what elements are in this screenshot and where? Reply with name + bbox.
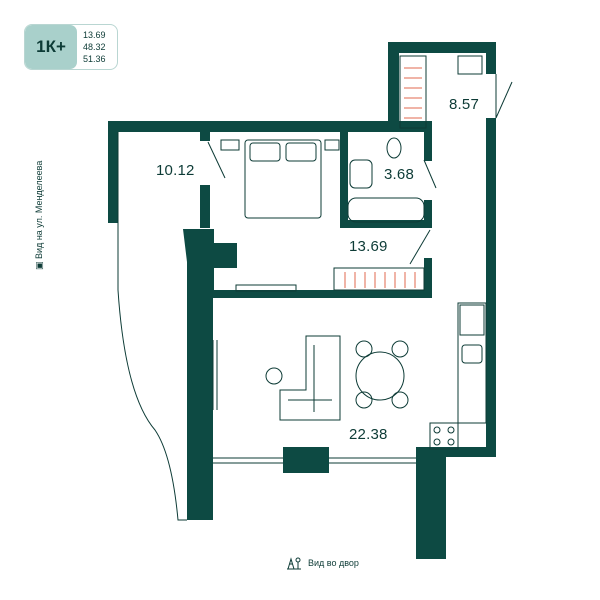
street-sign-icon: ▣ — [34, 261, 44, 270]
door-swing — [495, 81, 513, 119]
total-area-with-balcony-value: 51.36 — [83, 54, 106, 64]
wall — [196, 229, 237, 298]
sofa — [279, 335, 341, 421]
wall — [416, 447, 496, 457]
chair — [355, 340, 373, 358]
wardrobe — [399, 55, 427, 129]
wall — [424, 200, 432, 228]
wall — [283, 447, 329, 473]
chair — [355, 391, 373, 409]
chair — [391, 391, 409, 409]
wall — [214, 290, 432, 298]
view-yard-label: Вид во двор — [286, 556, 359, 570]
view-yard-text: Вид во двор — [308, 558, 359, 568]
shoe-rack — [457, 55, 483, 75]
living-area-value: 13.69 — [83, 30, 106, 40]
door-swing — [409, 229, 431, 265]
wall — [200, 185, 210, 228]
stove — [429, 422, 459, 450]
bathtub — [347, 197, 425, 223]
washbasin — [349, 159, 373, 189]
wall — [388, 42, 496, 53]
wall — [108, 121, 118, 223]
bed — [244, 139, 322, 219]
pillow — [285, 142, 317, 162]
kitchen-counter — [457, 302, 487, 424]
coffee-table — [265, 367, 283, 385]
burner — [447, 438, 455, 446]
view-street-text: Вид на ул. Менделеева — [34, 160, 44, 259]
burner — [433, 426, 441, 434]
wall — [200, 131, 210, 141]
door-swing — [423, 159, 437, 189]
corridor-wardrobe — [333, 267, 425, 291]
wall — [416, 447, 424, 467]
bedroom-area-label: 10.12 — [156, 162, 195, 179]
wall — [486, 118, 496, 456]
wall — [388, 42, 399, 132]
area-summary: 13.69 48.32 51.36 — [83, 29, 106, 65]
fridge — [459, 304, 485, 336]
burner — [433, 438, 441, 446]
wall — [486, 42, 496, 74]
hall-area-label: 8.57 — [449, 96, 479, 113]
corridor-area-label: 13.69 — [349, 238, 388, 255]
apartment-type-badge: 1К+ 13.69 48.32 51.36 — [24, 24, 118, 70]
wall — [424, 131, 432, 161]
wall — [183, 229, 213, 520]
wall — [340, 121, 410, 132]
wall — [424, 258, 432, 298]
sink — [461, 344, 483, 364]
bathroom-area-label: 3.68 — [384, 166, 414, 183]
balcony-outline — [117, 132, 187, 521]
door-swing — [207, 141, 226, 179]
dining-table — [355, 351, 405, 401]
nightstand — [324, 139, 340, 151]
apartment-type-label: 1К+ — [25, 25, 77, 69]
wall — [410, 121, 432, 132]
playground-icon — [287, 557, 301, 570]
total-area-value: 48.32 — [83, 42, 106, 52]
wall — [108, 121, 352, 132]
chair — [391, 340, 409, 358]
tv-stand — [235, 284, 297, 292]
burner — [447, 426, 455, 434]
pillow — [249, 142, 281, 162]
nightstand — [220, 139, 240, 151]
wall — [340, 220, 430, 228]
view-street-label: ▣ Вид на ул. Менделеева — [34, 161, 45, 270]
toilet — [386, 137, 402, 159]
living-area-label: 22.38 — [349, 426, 388, 443]
wall — [340, 131, 348, 225]
